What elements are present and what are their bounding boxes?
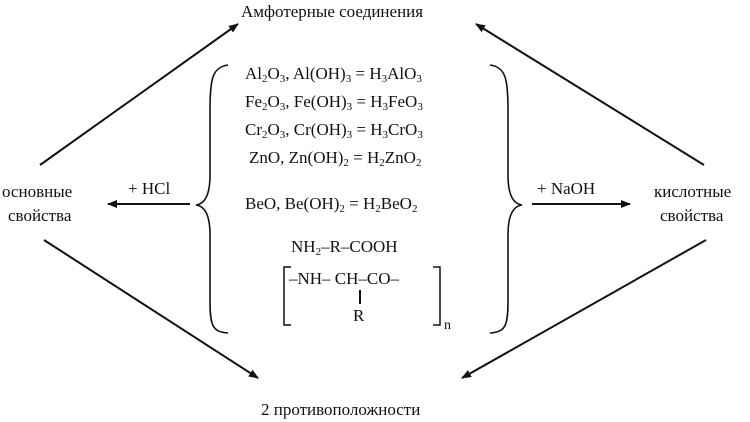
formula-beryllium: BeO, Be(OH)2 = H2BeO2 [245, 194, 418, 215]
right-label-line2: свойства [660, 206, 724, 225]
formula-zinc: ZnO, Zn(OH)2 = H2ZnO2 [249, 148, 422, 169]
reagent-naoh: + NaOH [537, 179, 596, 198]
arrow-right-to-bottom [461, 239, 707, 379]
polymer-side-group: R [353, 306, 365, 325]
arrow-left-to-bottom [43, 239, 259, 379]
right-label-line1: кислотные [654, 182, 732, 201]
right-curly-brace [489, 64, 523, 334]
formula-amino-acid: NH2–R–COOH [291, 237, 398, 258]
left-curly-brace [195, 64, 229, 334]
polymer-right-bracket [433, 266, 441, 326]
polymer-subscript: n [444, 318, 451, 333]
left-label-line1: основные [2, 182, 73, 201]
polymer-left-bracket [283, 266, 291, 326]
formula-aluminium: Al2O3, Al(OH)3 = H3AlO3 [245, 64, 422, 85]
reagent-hcl: + HCl [128, 179, 171, 198]
formula-chromium: Cr2O3, Cr(OH)3 = H3CrO3 [245, 120, 423, 141]
title-bottom: 2 противоположности [261, 400, 421, 419]
arrow-left-to-top [39, 23, 239, 166]
arrow-right-to-top [475, 23, 705, 166]
formula-iron: Fe2O3, Fe(OH)3 = H3FeO3 [245, 92, 423, 113]
left-label-line2: свойства [8, 206, 72, 225]
title-top: Амфотерные соединения [241, 2, 424, 21]
polymer-chain: –NH– CH–CO– [289, 269, 400, 288]
